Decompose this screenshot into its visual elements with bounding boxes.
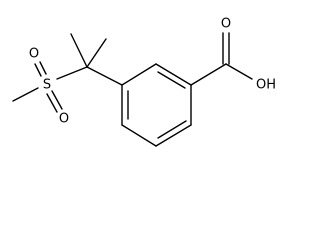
bond-quaternary-carbon-ring: [86, 66, 123, 86]
sulfur-label: S: [43, 78, 51, 93]
ring-bond-4: [155, 124, 192, 147]
ring-bond-1: [121, 63, 157, 86]
ring-bond-2: [155, 63, 192, 86]
bond-sulfur-oxygen-bottom-b: [51, 90, 63, 110]
atom-labels: S O O O OH: [29, 17, 276, 127]
hydroxyl-label: OH: [256, 78, 276, 93]
ring-inner-double-top: [157, 71, 186, 89]
bond-sulfur-oxygen-top-b: [39, 61, 47, 75]
sulfonyl-oxygen-top-label: O: [29, 47, 39, 62]
bond-quaternary-carbon-methyl-left: [70, 33, 88, 68]
ring-bond-5: [121, 124, 157, 147]
bond-sulfur-oxygen-bottom-a: [46, 93, 58, 113]
bond-sulfur-quaternary-carbon: [56, 66, 88, 80]
bond-quaternary-carbon-methyl-right: [86, 38, 107, 68]
bond-sulfur-oxygen-top-a: [34, 63, 42, 77]
bonds: [12, 32, 253, 147]
bond-carboxyl-hydroxyl: [225, 63, 253, 80]
bond-methyl-sulfur: [12, 87, 39, 102]
sulfonyl-oxygen-bottom-label: O: [59, 112, 69, 127]
chemical-structure: S O O O OH: [12, 17, 276, 147]
carbonyl-oxygen-label: O: [221, 17, 231, 32]
ring-inner-double-bottom: [157, 120, 187, 139]
bond-ring-carboxyl-carbon: [190, 63, 227, 86]
